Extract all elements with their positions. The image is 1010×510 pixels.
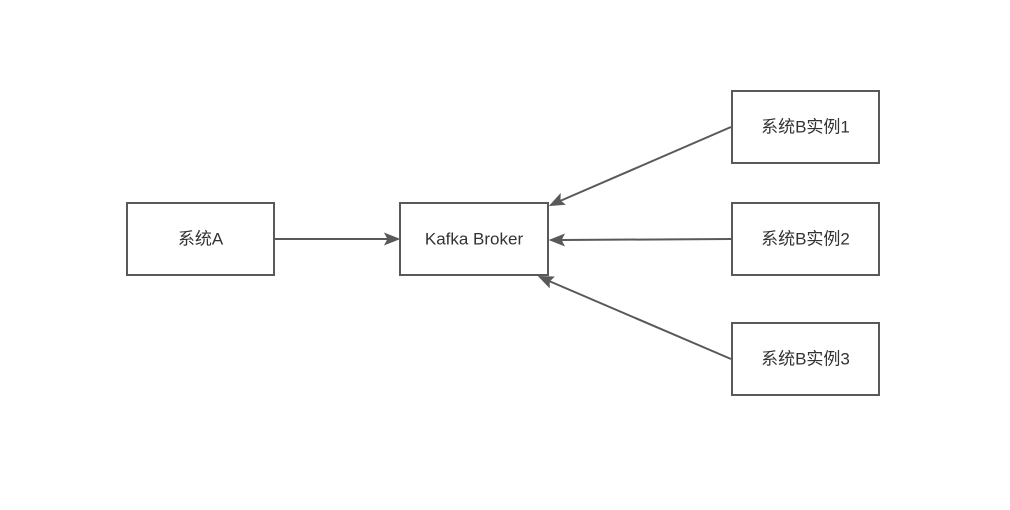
node-b-instance-1[interactable]: 系统B实例1 (731, 90, 880, 164)
node-b-instance-3[interactable]: 系统B实例3 (731, 322, 880, 396)
node-kafka-broker-label: Kafka Broker (425, 230, 524, 249)
edge-b3-to-kafka-line (548, 280, 732, 360)
node-system-a-box (126, 202, 275, 276)
edge-b3-to-kafka (537, 275, 732, 360)
node-b-instance-2-label: 系统B实例2 (761, 230, 850, 249)
node-b-instance-2-box (731, 202, 880, 276)
node-system-a[interactable]: 系统A (126, 202, 275, 276)
node-b-instance-1-label: 系统B实例1 (761, 118, 850, 137)
edge-b1-to-kafka-line (559, 126, 732, 202)
edge-b1-to-kafka (548, 126, 732, 207)
edge-system-a-to-kafka (275, 232, 401, 246)
edge-system-a-to-kafka-arrowhead (383, 232, 401, 246)
node-b-instance-3-label: 系统B实例3 (761, 350, 850, 369)
edge-b2-to-kafka (548, 233, 732, 247)
edge-b1-to-kafka-arrowhead (548, 192, 566, 207)
node-b-instance-3-box (731, 322, 880, 396)
edge-b2-to-kafka-arrowhead (548, 233, 566, 247)
node-system-a-label: 系统A (178, 230, 224, 249)
edge-b2-to-kafka-line (560, 238, 732, 241)
node-b-instance-1-box (731, 90, 880, 164)
node-kafka-broker-box (399, 202, 549, 276)
node-kafka-broker[interactable]: Kafka Broker (399, 202, 549, 276)
edge-b3-to-kafka-arrowhead (537, 275, 555, 289)
node-b-instance-2[interactable]: 系统B实例2 (731, 202, 880, 276)
